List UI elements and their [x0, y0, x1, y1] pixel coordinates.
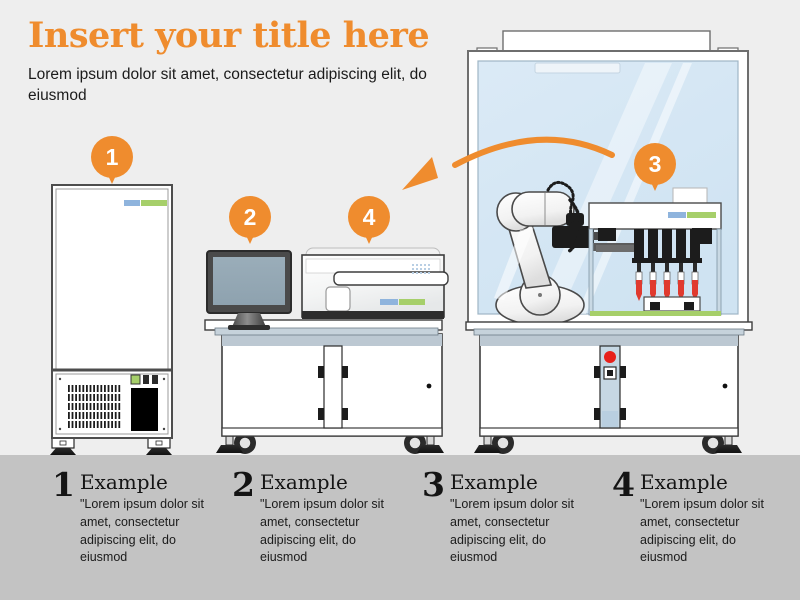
benchtop-instrument-graphic [301, 247, 449, 319]
freezer-status-dark-2 [152, 375, 158, 384]
deck-accent-green [590, 311, 721, 316]
curved-arrow-graphic [402, 136, 615, 190]
freezer-feet [50, 437, 172, 455]
pin-3-robot-enclosure[interactable]: 3 [634, 143, 676, 193]
pin-label: 3 [648, 150, 662, 177]
header-block: Insert your title here Lorem ipsum dolor… [28, 15, 458, 107]
freezer-status-green [130, 374, 141, 385]
freezer-accent-green [141, 200, 167, 206]
caption-item-2: 2 Example "Lorem ipsum dolor sit amet, c… [232, 468, 412, 567]
pin-label: 2 [243, 203, 257, 230]
pin-label: 1 [105, 143, 119, 170]
left-cabinet-wheels [216, 431, 444, 454]
upright-freezer-graphic [50, 184, 173, 455]
caption-text: "Lorem ipsum dolor sit amet, consectetur… [260, 497, 384, 565]
right-cabinet-wheels [474, 431, 742, 454]
instrument-button-panel [325, 286, 351, 312]
freezer-status-dark-1 [143, 375, 149, 384]
page-subtitle: Lorem ipsum dolor sit amet, consectetur … [28, 65, 427, 104]
bench-cabinet-left-graphic [204, 319, 444, 454]
monitor-stand [232, 313, 266, 327]
caption-number: 1 [52, 465, 75, 504]
caption-number: 3 [422, 465, 445, 504]
monitor-screen [213, 257, 285, 305]
handler-accent-green [687, 212, 716, 218]
pipette-channels [632, 229, 702, 301]
instrument-display-dots [412, 264, 430, 274]
pipette-channel [634, 229, 644, 301]
caption-item-3: 3 Example "Lorem ipsum dolor sit amet, c… [422, 468, 602, 567]
caption-text: "Lorem ipsum dolor sit amet, consectetur… [80, 497, 204, 565]
caption-text: "Lorem ipsum dolor sit amet, consectetur… [640, 497, 764, 565]
caption-number: 2 [232, 465, 255, 504]
freezer-accent-blue [124, 200, 140, 206]
left-cabinet-knob [426, 383, 432, 389]
instrument-drawer [333, 271, 449, 286]
pin-label: 4 [362, 203, 376, 230]
handler-accent-blue [668, 212, 686, 218]
page-title: Insert your title here [28, 15, 430, 56]
pin-4-instrument[interactable]: 4 [348, 196, 390, 246]
caption-item-4: 4 Example "Lorem ipsum dolor sit amet, c… [612, 468, 792, 567]
bench-cabinet-right-graphic [465, 321, 753, 454]
caption-number: 4 [612, 465, 635, 504]
caption-heading: Example [640, 470, 728, 494]
caption-band: 1 Example "Lorem ipsum dolor sit amet, c… [0, 455, 800, 600]
pin-2-monitor[interactable]: 2 [229, 196, 271, 246]
robot-enclosure-graphic [467, 30, 749, 326]
caption-heading: Example [260, 470, 348, 494]
caption-heading: Example [80, 470, 168, 494]
instrument-accent-green [399, 299, 425, 305]
freezer-display [131, 388, 158, 431]
caption-heading: Example [450, 470, 538, 494]
freezer-vent-grille [68, 385, 121, 428]
caption-text: "Lorem ipsum dolor sit amet, consectetur… [450, 497, 574, 565]
right-cabinet-knob [722, 383, 728, 389]
desktop-monitor-graphic [206, 250, 292, 330]
robot-gripper [552, 226, 594, 248]
robot-arm [494, 180, 636, 326]
liquid-handler [588, 187, 722, 316]
emergency-stop-button [604, 351, 616, 363]
instrument-accent-blue [380, 299, 398, 305]
caption-item-1: 1 Example "Lorem ipsum dolor sit amet, c… [52, 468, 232, 567]
pin-1-freezer[interactable]: 1 [91, 136, 133, 186]
enclosure-light-bar [534, 62, 621, 74]
